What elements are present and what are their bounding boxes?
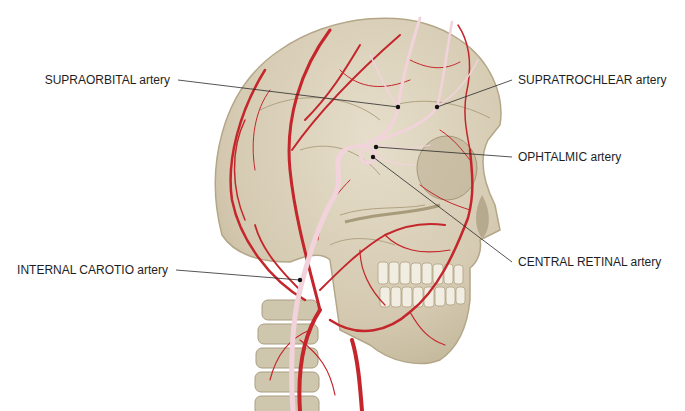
external-arteries-part [231,70,305,300]
leader-lines [176,80,512,280]
external-arteries-part [340,70,410,87]
teeth-part [456,287,465,304]
external-arteries-part [330,150,472,331]
external-arteries-part [253,90,270,170]
teeth-part [422,263,432,284]
external-arteries-part [385,235,450,252]
leader-lines-part [373,157,512,262]
external-arteries-part [300,340,335,395]
external-arteries-part [410,312,445,345]
external-arteries-part [305,45,360,120]
teeth-part [402,287,412,307]
teeth-part [446,287,455,305]
teeth-part [400,262,410,284]
internal-carotid-system-part [345,18,420,163]
zygomatic-arch [345,205,440,222]
internal-carotid-system [292,18,478,411]
cervical-spine-part [262,300,318,320]
external-arteries-part [420,185,470,210]
artery-label: SUPRATROCHLEAR artery [516,73,668,87]
leader-dots-part [374,145,378,149]
skull-details [260,98,490,245]
leader-dots-part [371,155,375,159]
external-arteries-part [410,60,460,68]
artery-label: CENTRAL RETINAL artery [516,255,663,269]
teeth-part [411,263,421,284]
external-arteries-part [352,340,362,411]
skull [215,18,500,363]
external-arteries [231,25,473,411]
external-arteries-part [299,310,320,411]
leader-dots-part [396,105,400,109]
internal-carotid-system-part [365,150,415,165]
teeth-part [391,287,401,307]
cervical-spine-part [255,396,319,411]
skull-details-part [330,239,395,245]
cervical-spine-part [256,348,318,368]
skull-details-part [260,98,380,120]
artery-label: OPHTALMIC artery [516,150,623,164]
external-arteries-part [440,130,470,160]
artery-label: INTERNAL CAROTIO artery [15,263,170,277]
external-arteries-part [360,250,385,305]
teeth-part [378,262,388,284]
external-arteries-part [234,120,245,220]
leader-dots-part [298,278,302,282]
external-arteries-part [320,224,445,290]
artery-label: SUPRAORBITAL artery [43,73,172,87]
teeth-part [454,265,463,284]
leader-dots [298,105,439,282]
external-arteries-part [318,180,350,240]
teeth-part [380,287,390,307]
leader-lines-part [176,270,300,280]
cervical-spine [255,300,319,411]
nasal-aperture [476,195,489,238]
cervical-spine-part [255,372,319,392]
leader-dots-part [435,105,439,109]
internal-carotid-system-part [378,22,452,140]
external-arteries-part [255,225,300,290]
external-arteries-part [289,30,330,310]
leader-lines-part [437,80,512,107]
leader-lines-part [376,147,512,157]
leader-lines-part [178,80,398,107]
internal-carotid-system-part [370,55,398,107]
teeth-part [389,262,399,284]
internal-carotid-system-part [292,150,345,411]
teeth-part [435,287,445,306]
